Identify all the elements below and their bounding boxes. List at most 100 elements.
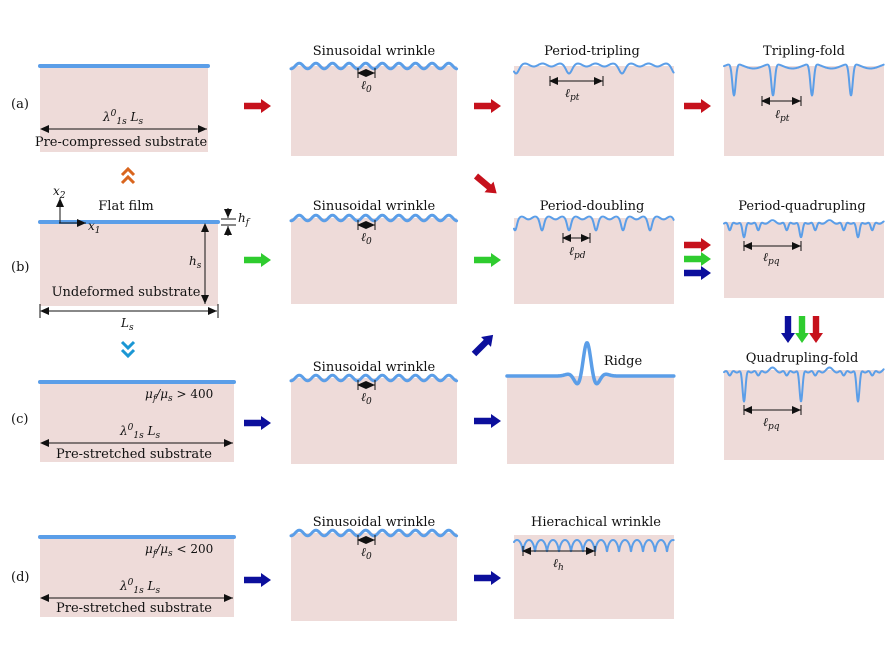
- film-profile-sinusoid-d: [289, 528, 459, 538]
- row-label-d: (d): [11, 570, 30, 585]
- ell0-label-b: ℓ0: [361, 230, 372, 247]
- substrate-d2: [291, 533, 457, 621]
- arrow-down-red: [809, 316, 823, 343]
- hf-label: hf: [238, 211, 250, 228]
- transition-arrow-shape: [471, 334, 494, 357]
- substrate-b: [40, 222, 218, 306]
- ell-pt-label: ℓpt: [565, 86, 580, 103]
- transition-arrow-shape: [795, 316, 809, 343]
- substrate-c4: [724, 370, 884, 460]
- arrow-d1: [244, 573, 271, 587]
- label-undeformed: Undeformed substrate: [51, 285, 201, 300]
- ell0-label-a: ℓ0: [361, 78, 372, 95]
- lambda-label-d: λ01s Ls: [120, 578, 161, 596]
- arrow-b3-red: [684, 238, 711, 252]
- title-sinusoidal-c: Sinusoidal wrinkle: [312, 360, 436, 375]
- ell0-label-c: ℓ0: [361, 390, 372, 407]
- ell0-marker-a: [357, 68, 376, 78]
- chevron-up-icon: [120, 166, 136, 185]
- ell0-marker-c: [357, 380, 376, 390]
- substrate-c3: [507, 376, 674, 464]
- lambda-label-a: λ01s Ls: [103, 109, 144, 127]
- title-quadrupling-fold: Quadrupling-fold: [745, 351, 859, 366]
- arrow-d2: [474, 571, 501, 585]
- ell-pt-fold-label: ℓpt: [775, 107, 790, 124]
- substrate-a: [40, 66, 208, 152]
- title-ridge: Ridge: [603, 354, 643, 369]
- chevron-stroke: [120, 340, 136, 351]
- transition-arrow-shape: [809, 316, 823, 343]
- title-sinusoidal-b: Sinusoidal wrinkle: [312, 199, 436, 214]
- chevron-stroke: [120, 174, 136, 185]
- chevron-down-icon: [120, 340, 136, 359]
- ell-h-label: ℓh: [553, 556, 564, 573]
- transition-arrow-shape: [473, 173, 497, 194]
- title-hierachical: Hierachical wrinkle: [531, 515, 661, 530]
- label-pre-stretched-c: Pre-stretched substrate: [55, 447, 213, 462]
- transition-arrow-shape: [781, 316, 795, 343]
- title-sinusoidal-a: Sinusoidal wrinkle: [312, 44, 436, 59]
- title-tripling-fold: Tripling-fold: [763, 44, 845, 59]
- ell0-marker-b: [357, 220, 376, 230]
- transition-arrow-shape: [244, 573, 271, 587]
- transition-arrow-shape: [244, 99, 271, 113]
- film-profile-period-doubling: [513, 215, 675, 232]
- row-label-b: (b): [11, 260, 30, 275]
- film-profile-ridge: [505, 341, 676, 386]
- chevron-stroke: [120, 166, 136, 177]
- substrate-a4: [724, 66, 884, 156]
- arrow-b3-green: [684, 252, 711, 266]
- Ls-label: Ls: [121, 316, 134, 333]
- transition-arrow-shape: [244, 416, 271, 430]
- arrow-b3-blue: [684, 266, 711, 280]
- arrow-a1: [244, 99, 271, 113]
- film-profile-sinusoid-a: [289, 61, 459, 71]
- mu-ratio-c: μf/μs > 400: [145, 387, 214, 404]
- x1-axis-label: x1: [88, 219, 101, 236]
- film-profile-sinusoid-c: [289, 373, 459, 383]
- transition-arrow-shape: [474, 99, 501, 113]
- film-profile-sinusoid-b: [289, 213, 459, 223]
- film-profile-period-quadrupling: [723, 219, 885, 239]
- x2-axis-label: x2: [53, 184, 66, 201]
- substrate-b3: [514, 218, 674, 304]
- ell-pd-marker: [562, 233, 591, 243]
- title-period-tripling: Period-tripling: [544, 44, 640, 59]
- transition-arrow-shape: [684, 252, 711, 266]
- arrow-diag-blue: [471, 334, 494, 357]
- film-profile-quadrupling-fold: [723, 366, 885, 403]
- transition-arrow-shape: [684, 266, 711, 280]
- ell-pq-fold-label: ℓpq: [763, 415, 780, 432]
- substrate-c2: [291, 378, 457, 464]
- ell0-label-d: ℓ0: [361, 545, 372, 562]
- transition-arrow-shape: [684, 238, 711, 252]
- mu-ratio-d: μf/μs < 200: [145, 542, 214, 559]
- row-label-a: (a): [11, 97, 29, 112]
- ell-pq-fold-marker: [743, 405, 802, 415]
- transition-arrow-shape: [474, 253, 501, 267]
- arrow-b1: [244, 253, 271, 267]
- title-period-doubling: Period-doubling: [539, 199, 645, 214]
- arrow-down-green: [795, 316, 809, 343]
- film-profile-hierachical: [513, 539, 675, 553]
- ell-pd-label: ℓpd: [569, 244, 586, 261]
- arrow-diag-red: [473, 173, 497, 194]
- row-label-c: (c): [11, 412, 29, 427]
- substrate-a2: [291, 66, 457, 156]
- ell-pt-fold-marker: [761, 96, 802, 106]
- ell0-marker-d: [357, 535, 376, 545]
- transition-arrow-shape: [244, 253, 271, 267]
- arrow-b2: [474, 253, 501, 267]
- arrow-c2: [474, 414, 501, 428]
- arrow-c1: [244, 416, 271, 430]
- film-profile-tripling-fold: [723, 63, 885, 97]
- ell-h-marker: [522, 546, 596, 556]
- arrow-a3: [684, 99, 711, 113]
- title-sinusoidal-d: Sinusoidal wrinkle: [312, 515, 436, 530]
- ell-pq-label: ℓpq: [763, 250, 780, 267]
- lambda-label-c: λ01s Ls: [120, 423, 161, 441]
- substrate-b2: [291, 218, 457, 304]
- ell-pt-marker: [549, 76, 604, 86]
- chevron-stroke: [120, 348, 136, 359]
